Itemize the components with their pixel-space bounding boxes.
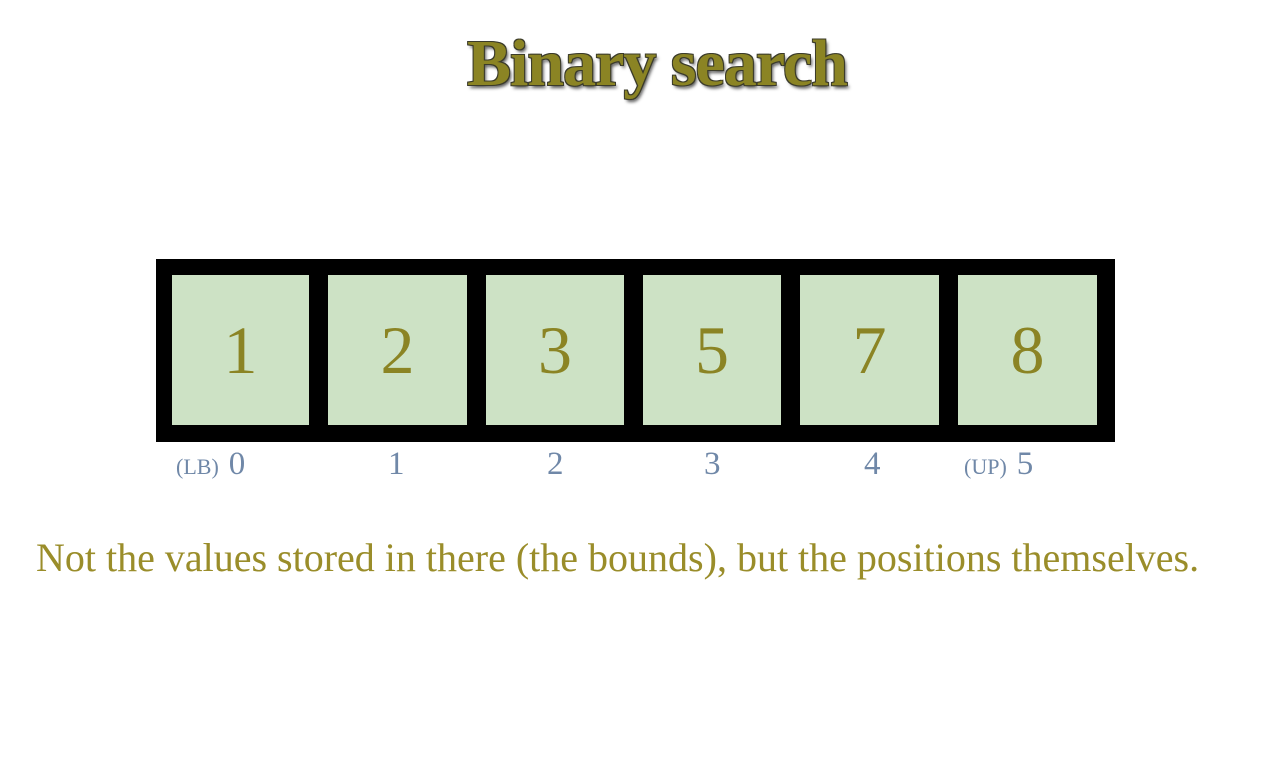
index-number: 1: [388, 446, 405, 482]
cell-value: 3: [538, 312, 572, 388]
index-number: 4: [864, 446, 881, 482]
array-cell-2: 3: [486, 275, 624, 425]
array-cell-0: 1: [172, 275, 309, 425]
slide-title: Binary search: [467, 27, 848, 100]
cell-value: 5: [695, 312, 729, 388]
cell-value: 1: [223, 312, 258, 388]
array-cell-5: 8: [958, 275, 1097, 425]
index-label-0: (LB) 0: [176, 446, 245, 482]
array-cell-3: 5: [643, 275, 781, 425]
index-label-2: 2: [547, 446, 564, 482]
cell-value: 8: [1010, 312, 1045, 388]
index-label-5: (UP) 5: [964, 446, 1033, 482]
cell-value: 2: [380, 312, 415, 388]
index-number: 3: [704, 446, 721, 482]
array-cell-1: 2: [328, 275, 467, 425]
index-label-3: 3: [704, 446, 721, 482]
array-cell-4: 7: [800, 275, 939, 425]
lower-bound-tag: (LB): [176, 454, 219, 479]
upper-bound-tag: (UP): [964, 454, 1007, 479]
index-number: 5: [1016, 446, 1034, 482]
index-label-1: 1: [388, 446, 405, 482]
explanation-text: Not the values stored in there (the boun…: [36, 535, 1200, 580]
index-label-4: 4: [864, 446, 881, 482]
index-number: 2: [547, 446, 564, 482]
array-container: 1 2 3 5 7 8: [156, 259, 1115, 442]
index-number: 0: [228, 446, 246, 482]
cell-value: 7: [852, 312, 887, 388]
